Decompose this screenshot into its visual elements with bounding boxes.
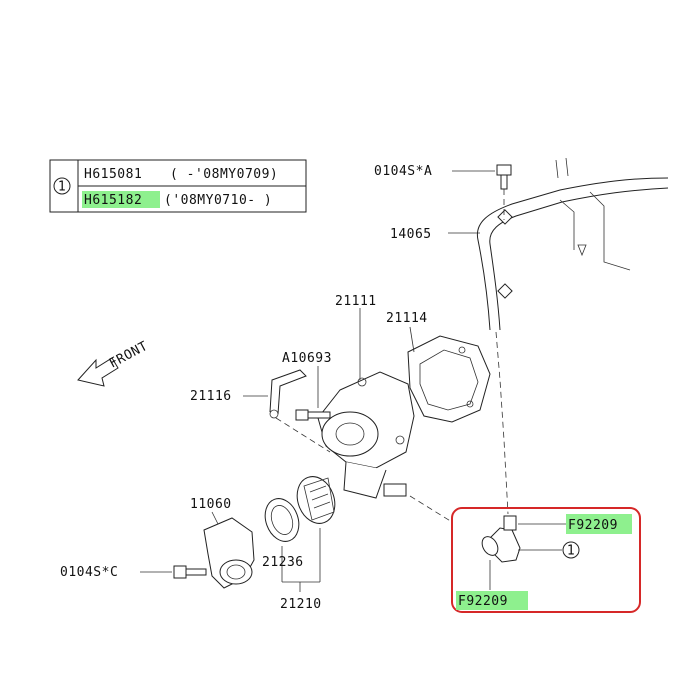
leader-cover [211,511,219,525]
legend-range-2: ('08MY0710- ) [164,193,272,208]
hose-outline-b [489,187,669,331]
label-gasket: 21114 [386,311,428,326]
water-pump [317,371,415,499]
legend-part-2: H615182 [84,193,142,208]
label-cover: 11060 [190,497,232,512]
thermo-gasket-outer [264,498,300,542]
thermostat-flange [296,476,336,524]
cover-outlet-bore [226,564,246,580]
hose-to-clip-dashed [495,331,509,515]
bolt-c-head-icon [173,565,187,579]
alignment-dashed [275,417,453,523]
callout-box: F92209 1 F92209 [451,507,641,613]
label-pump: 21111 [335,294,377,309]
label-clip-top: F92209 [568,518,618,533]
stud-head-icon [295,409,309,421]
gasket-hole-icon-2 [466,400,474,408]
bolt-a-shank-icon [500,174,508,190]
front-label: FRONT [107,339,151,372]
pump-bolt-icon [357,377,367,387]
label-stud: A10693 [282,351,332,366]
front-arrow-icon [77,357,119,387]
gasket-inner [419,349,479,411]
label-bolt-c: 0104S*C [60,565,118,580]
label-ref-one: 1 [567,544,575,559]
label-bolt-a: 0104S*A [374,164,432,179]
bolt-c-shank-icon [185,568,207,576]
ref-one-circle [562,541,580,559]
legend-highlight [82,191,160,208]
clip-top-highlight [566,514,632,534]
pipe-body [269,369,307,415]
pump-outlet [343,461,387,499]
thermostat-cover [203,517,255,589]
pump-bolt-icon-2 [395,435,405,445]
cover-outlet [219,559,253,585]
thermostat-body [303,477,335,521]
bolt-a-head-icon [496,164,512,176]
hose-bracket-icon [497,209,513,225]
engine-edge-lines [559,191,631,271]
gasket [407,335,491,423]
stud [295,409,331,421]
joint-clip-icon [503,515,517,531]
hose-bracket-icon-lower [497,283,513,299]
legend-range-1: ( -'08MY0709) [170,167,278,182]
thermostat-spring [309,485,331,509]
hose-branch [555,157,569,179]
pump-pulley-hub [335,422,365,446]
hose-outline-a [476,177,669,331]
label-thermostat: 21210 [280,597,322,612]
front-arrow: FRONT [77,339,151,387]
label-clip-bottom: F92209 [458,594,508,609]
bolt-c [173,565,207,579]
joint-end-icon [481,536,499,556]
hose-assembly [476,157,669,331]
label-thermo-gasket: 21236 [262,555,304,570]
thermostat-gasket [264,498,300,542]
thermostat [296,476,336,524]
legend-table: 1 H615081 ( -'08MY0709) H615182 ('08MY07… [49,159,307,213]
callout-frame [451,507,641,613]
legend-key-number: 1 [58,180,66,195]
label-pipe: 21116 [190,389,232,404]
leader-gasket [409,326,415,353]
hose-clamp-icon [577,244,587,257]
bolt-a [496,164,512,220]
legend-part-1: H615081 [84,167,142,182]
pump-nozzle [383,483,407,497]
clip-bottom-highlight [456,591,528,610]
legend-key-circle [53,177,71,195]
thermo-gasket-inner [270,505,294,535]
gasket-hole-icon [458,346,466,354]
pipe-end-icon [269,409,279,419]
stud-shank-icon [307,411,331,419]
label-hose: 14065 [390,227,432,242]
pipe [269,369,307,419]
pump-pulley [321,411,379,457]
